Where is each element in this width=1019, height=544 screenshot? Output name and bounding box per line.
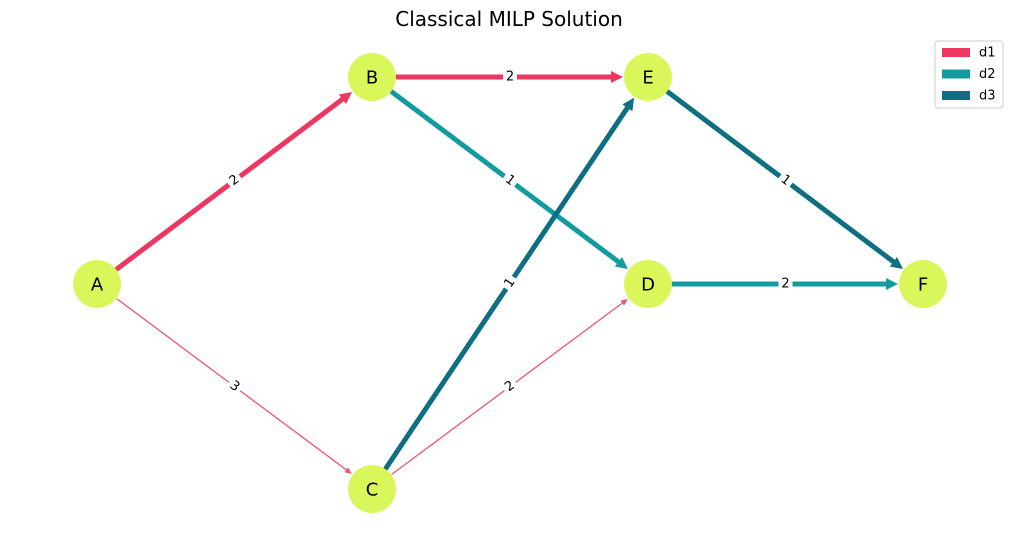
node-f: F (899, 260, 947, 308)
legend-item-d3: d3 (942, 89, 996, 104)
arrowhead (620, 298, 628, 306)
legend-label: d2 (979, 67, 996, 82)
legend-swatch (942, 91, 970, 100)
edge-label-bg (499, 375, 521, 398)
edge-label-bg (499, 169, 521, 192)
edge-label-bg (223, 169, 246, 192)
arrowhead (338, 92, 353, 105)
diagram-title: Classical MILP Solution (395, 7, 623, 31)
legend-swatch (942, 48, 970, 57)
arrowhead (614, 257, 628, 269)
edge-label: 2 (223, 169, 246, 192)
arrowhead (611, 71, 623, 83)
node-circle (899, 260, 947, 308)
node-label: A (91, 275, 104, 296)
edge-label-bg (223, 375, 246, 398)
edge-label-bg (778, 275, 793, 293)
node-circle (348, 465, 396, 513)
edge-weight: 2 (781, 277, 789, 292)
edge-label: 1 (499, 169, 521, 192)
edge-label: 2 (778, 275, 793, 293)
node-d: D (624, 260, 672, 308)
node-e: E (624, 53, 672, 101)
edge-label: 3 (223, 375, 246, 398)
node-circle (73, 260, 121, 308)
edge-label-bg (503, 68, 517, 86)
node-a: A (73, 260, 121, 308)
nodes-layer: A B C D E F (73, 53, 947, 513)
legend-label: d1 (979, 46, 996, 61)
arrowhead (622, 97, 635, 112)
edge-label-bg (774, 169, 797, 192)
arrowhead (344, 467, 352, 475)
edges-layer (114, 71, 904, 475)
node-label: D (641, 275, 655, 296)
edge-label: 1 (498, 272, 522, 294)
node-circle (348, 53, 396, 101)
node-label: E (642, 68, 653, 89)
edge-label: 1 (774, 169, 797, 192)
node-label: B (366, 68, 378, 89)
node-circle (624, 260, 672, 308)
node-circle (624, 53, 672, 101)
node-b: B (348, 53, 396, 101)
legend-label: d3 (979, 89, 996, 104)
edge-label: 2 (499, 375, 521, 398)
node-label: C (366, 480, 379, 501)
edge-label-bg (498, 272, 522, 294)
edge-label: 2 (503, 68, 517, 86)
legend-item-d1: d1 (942, 46, 996, 61)
legend-item-d2: d2 (942, 67, 996, 82)
edge-weight: 2 (506, 70, 514, 85)
arrowhead (889, 256, 904, 269)
edge-labels-layer: 2 3 2 1 1 2 2 1 (223, 68, 797, 398)
node-label: F (918, 275, 928, 296)
legend-swatch (942, 69, 970, 79)
arrowhead (886, 278, 898, 290)
node-c: C (348, 465, 396, 513)
legend: d1 d2 d3 (934, 40, 1004, 109)
